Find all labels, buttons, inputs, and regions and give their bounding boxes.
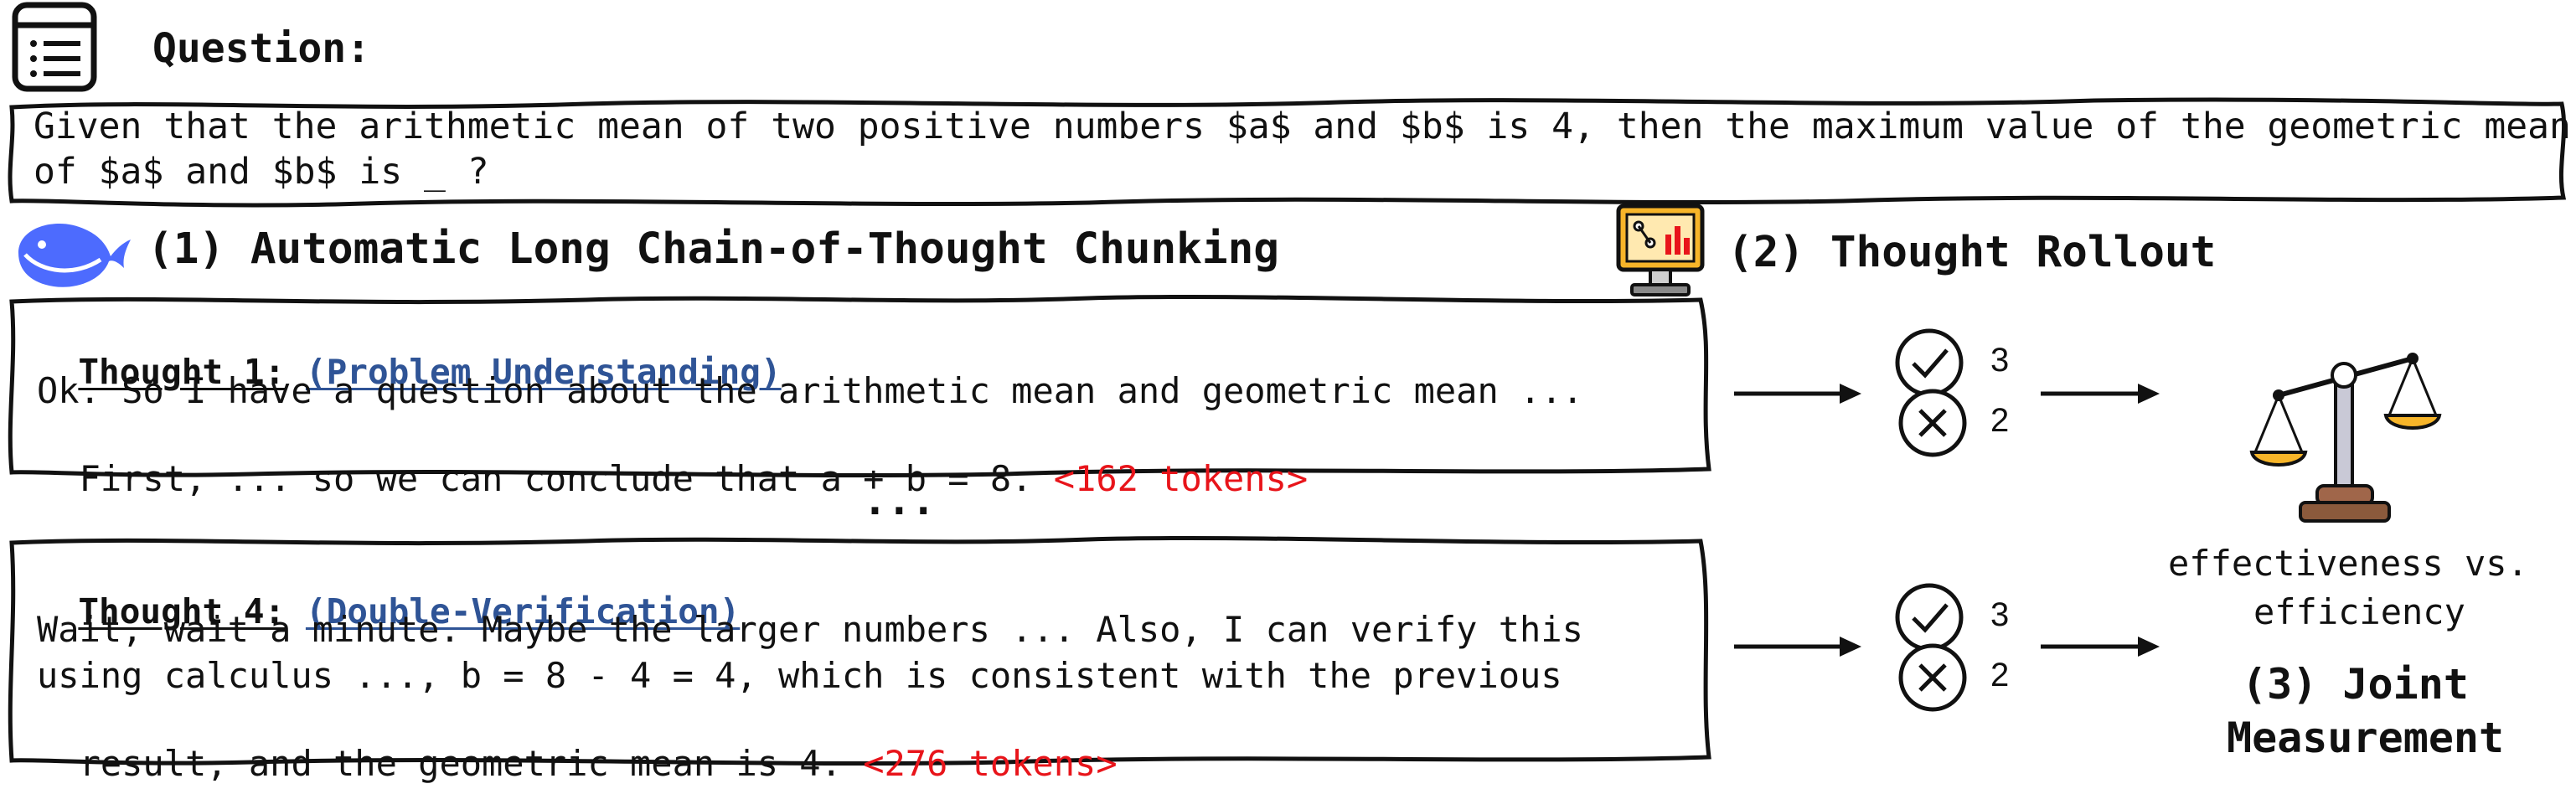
thought4-line2: using calculus ..., b = 8 - 4 = 4, which… [37,655,1562,696]
thought4-label: Thought 4: [78,591,286,632]
section3-title-line1: (3) Joint [2242,660,2469,709]
rollout-result-1: 3 2 [1885,327,2011,469]
balance-scale-icon [2245,335,2446,528]
arrow-to-measure-2 [2041,637,2160,657]
whale-logo-icon [8,209,134,293]
thought1-tokens: <162 tokens> [1053,458,1309,499]
thought4-line3-row: result, and the geometric mean is 4. <27… [37,702,1118,784]
cross-circle-icon [1897,642,1969,714]
cross-circle-icon [1897,387,1969,459]
wrong-count: 2 [1990,402,2010,439]
correct-count: 3 [1990,596,2010,633]
section3-title-line2: Measurement [2227,714,2505,762]
question-heading: Question: [152,25,371,72]
question-text-line2: of $a$ and $b$ is _ ? [34,151,489,193]
ellipsis: ... [863,477,936,524]
thought1-line1: Ok. So I have a question about the arith… [37,370,1583,411]
question-text-line1: Given that the arithmetic mean of two po… [34,106,2571,147]
document-list-icon [8,0,101,94]
thought4-heading: Thought 4: (Double-Verification) [37,551,740,632]
thought4-line3: result, and the geometric mean is 4. [79,743,842,784]
measure-caption-line2: efficiency [2253,591,2465,632]
question-box [8,97,2567,208]
thought4-box [8,535,1711,766]
thought1-line2: First, ... so we can conclude that a + b… [79,458,1033,499]
wrong-count: 2 [1990,657,2010,693]
thought1-label: Thought 1: [78,352,286,392]
thought4-line1: Wait, wait a minute. Maybe the larger nu… [37,609,1583,650]
thought4-tag: (Double-Verification) [305,591,741,632]
thought1-tag: (Problem Understanding) [305,352,782,392]
arrow-to-rollout-2 [1734,637,1861,657]
arrow-to-measure-1 [2041,384,2160,404]
thought1-box [8,294,1711,478]
check-circle-icon [1893,581,1965,653]
monitor-chart-icon [1613,201,1707,300]
measure-caption-line1: effectiveness vs. [2168,543,2528,584]
arrow-to-rollout-1 [1734,384,1861,404]
section2-title: (2) Thought Rollout [1727,228,2217,277]
thought4-tokens: <276 tokens> [863,743,1118,784]
rollout-result-2: 3 2 [1885,581,2011,724]
thought1-line2-row: First, ... so we can conclude that a + b… [37,417,1309,499]
thought1-heading: Thought 1: (Problem Understanding) [37,312,782,392]
correct-count: 3 [1990,342,2010,379]
section1-title: (1) Automatic Long Chain-of-Thought Chun… [147,224,1280,274]
